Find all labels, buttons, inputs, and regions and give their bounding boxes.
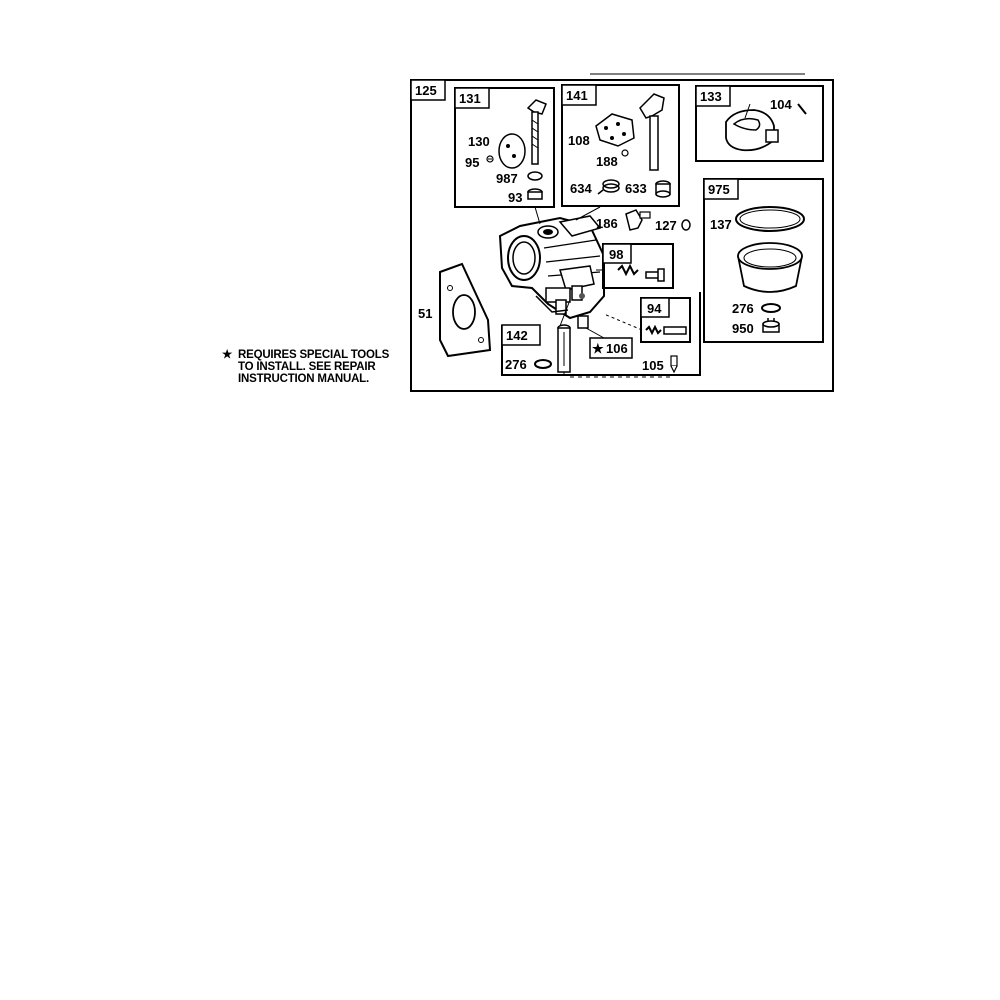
label-950: 950 [732, 321, 754, 336]
kit-975: 975 137 276 950 [703, 178, 824, 343]
label-131: 131 [459, 91, 481, 106]
choke-shaft-icon [526, 99, 547, 165]
assembly-125-frame [410, 79, 834, 392]
float-icon [725, 109, 779, 152]
label-130: 130 [468, 134, 490, 149]
label-276-tube: 276 [505, 357, 527, 372]
label-186: 186 [596, 216, 618, 231]
spring-94-icon [645, 324, 662, 336]
idle-screw-98-icon [645, 268, 665, 282]
leader-141 [575, 206, 601, 221]
label-108: 108 [568, 133, 590, 148]
label-276-bowl: 276 [732, 301, 754, 316]
emulsion-tube-icon [557, 324, 571, 373]
kit-98: 98 [596, 243, 674, 289]
float-bowl-icon [737, 242, 803, 293]
label-104: 104 [770, 97, 792, 112]
oring-127-icon [681, 219, 691, 231]
kit-142: 142 276 ★ 106 105 [501, 292, 701, 378]
note-line-3: INSTRUCTION MANUAL. [238, 373, 369, 385]
label-94: 94 [647, 301, 662, 316]
label-633: 633 [625, 181, 647, 196]
label-141: 141 [566, 88, 588, 103]
seal-633-icon [655, 180, 671, 198]
kit-133: 133 104 [695, 85, 824, 162]
label-127: 127 [655, 218, 677, 233]
note-star-icon: ★ [222, 349, 233, 361]
label-106: 106 [606, 341, 628, 356]
label-93: 93 [508, 190, 522, 205]
label-142: 142 [506, 328, 528, 343]
label-106-star: ★ [592, 341, 604, 356]
jet-icon [577, 315, 589, 329]
leader-131 [534, 206, 541, 225]
screw-95-icon [486, 155, 494, 163]
assembly-125-tag [410, 79, 446, 101]
gasket-51-icon [439, 262, 492, 358]
label-98: 98 [609, 247, 623, 262]
special-tools-note: ★ REQUIRES SPECIAL TOOLS TO INSTALL. SEE … [222, 349, 412, 385]
seal-987-icon [527, 171, 543, 181]
throttle-shaft-icon [639, 93, 665, 171]
label-105: 105 [642, 358, 664, 373]
gasket-ring-137-icon [735, 206, 805, 232]
note-line-1: REQUIRES SPECIAL TOOLS [238, 349, 390, 361]
label-634: 634 [570, 181, 592, 196]
spring-98-icon [617, 263, 639, 277]
label-133: 133 [700, 89, 722, 104]
label-975: 975 [708, 182, 730, 197]
throttle-plate-icon [595, 113, 635, 147]
bushing-93-icon [527, 188, 543, 200]
label-987: 987 [496, 171, 518, 186]
label-125: 125 [415, 83, 437, 98]
washer-276-tube-icon [534, 359, 552, 369]
inlet-needle-105-icon [670, 355, 678, 374]
note-line-2: TO INSTALL. SEE REPAIR [238, 361, 376, 373]
label-95: 95 [465, 155, 479, 170]
mixture-screw-94-icon [663, 326, 687, 335]
kit-131: 131 130 95 987 93 [454, 87, 555, 208]
spring-634-icon [597, 179, 620, 195]
leader-carb-bottom [559, 299, 571, 327]
label-137: 137 [710, 217, 732, 232]
kit-141: 141 108 188 634 633 [561, 84, 680, 207]
label-51: 51 [418, 306, 432, 321]
choke-plate-icon [498, 133, 526, 169]
bolt-950-icon [762, 318, 780, 333]
elbow-fitting-186-icon [625, 209, 651, 231]
kit-94: 94 [603, 297, 691, 343]
washer-276-bowl-icon [761, 303, 781, 313]
pin-104-icon [797, 103, 807, 115]
label-188: 188 [596, 154, 618, 169]
carburetor-body-icon [498, 215, 605, 320]
screw-188-icon [621, 149, 629, 157]
